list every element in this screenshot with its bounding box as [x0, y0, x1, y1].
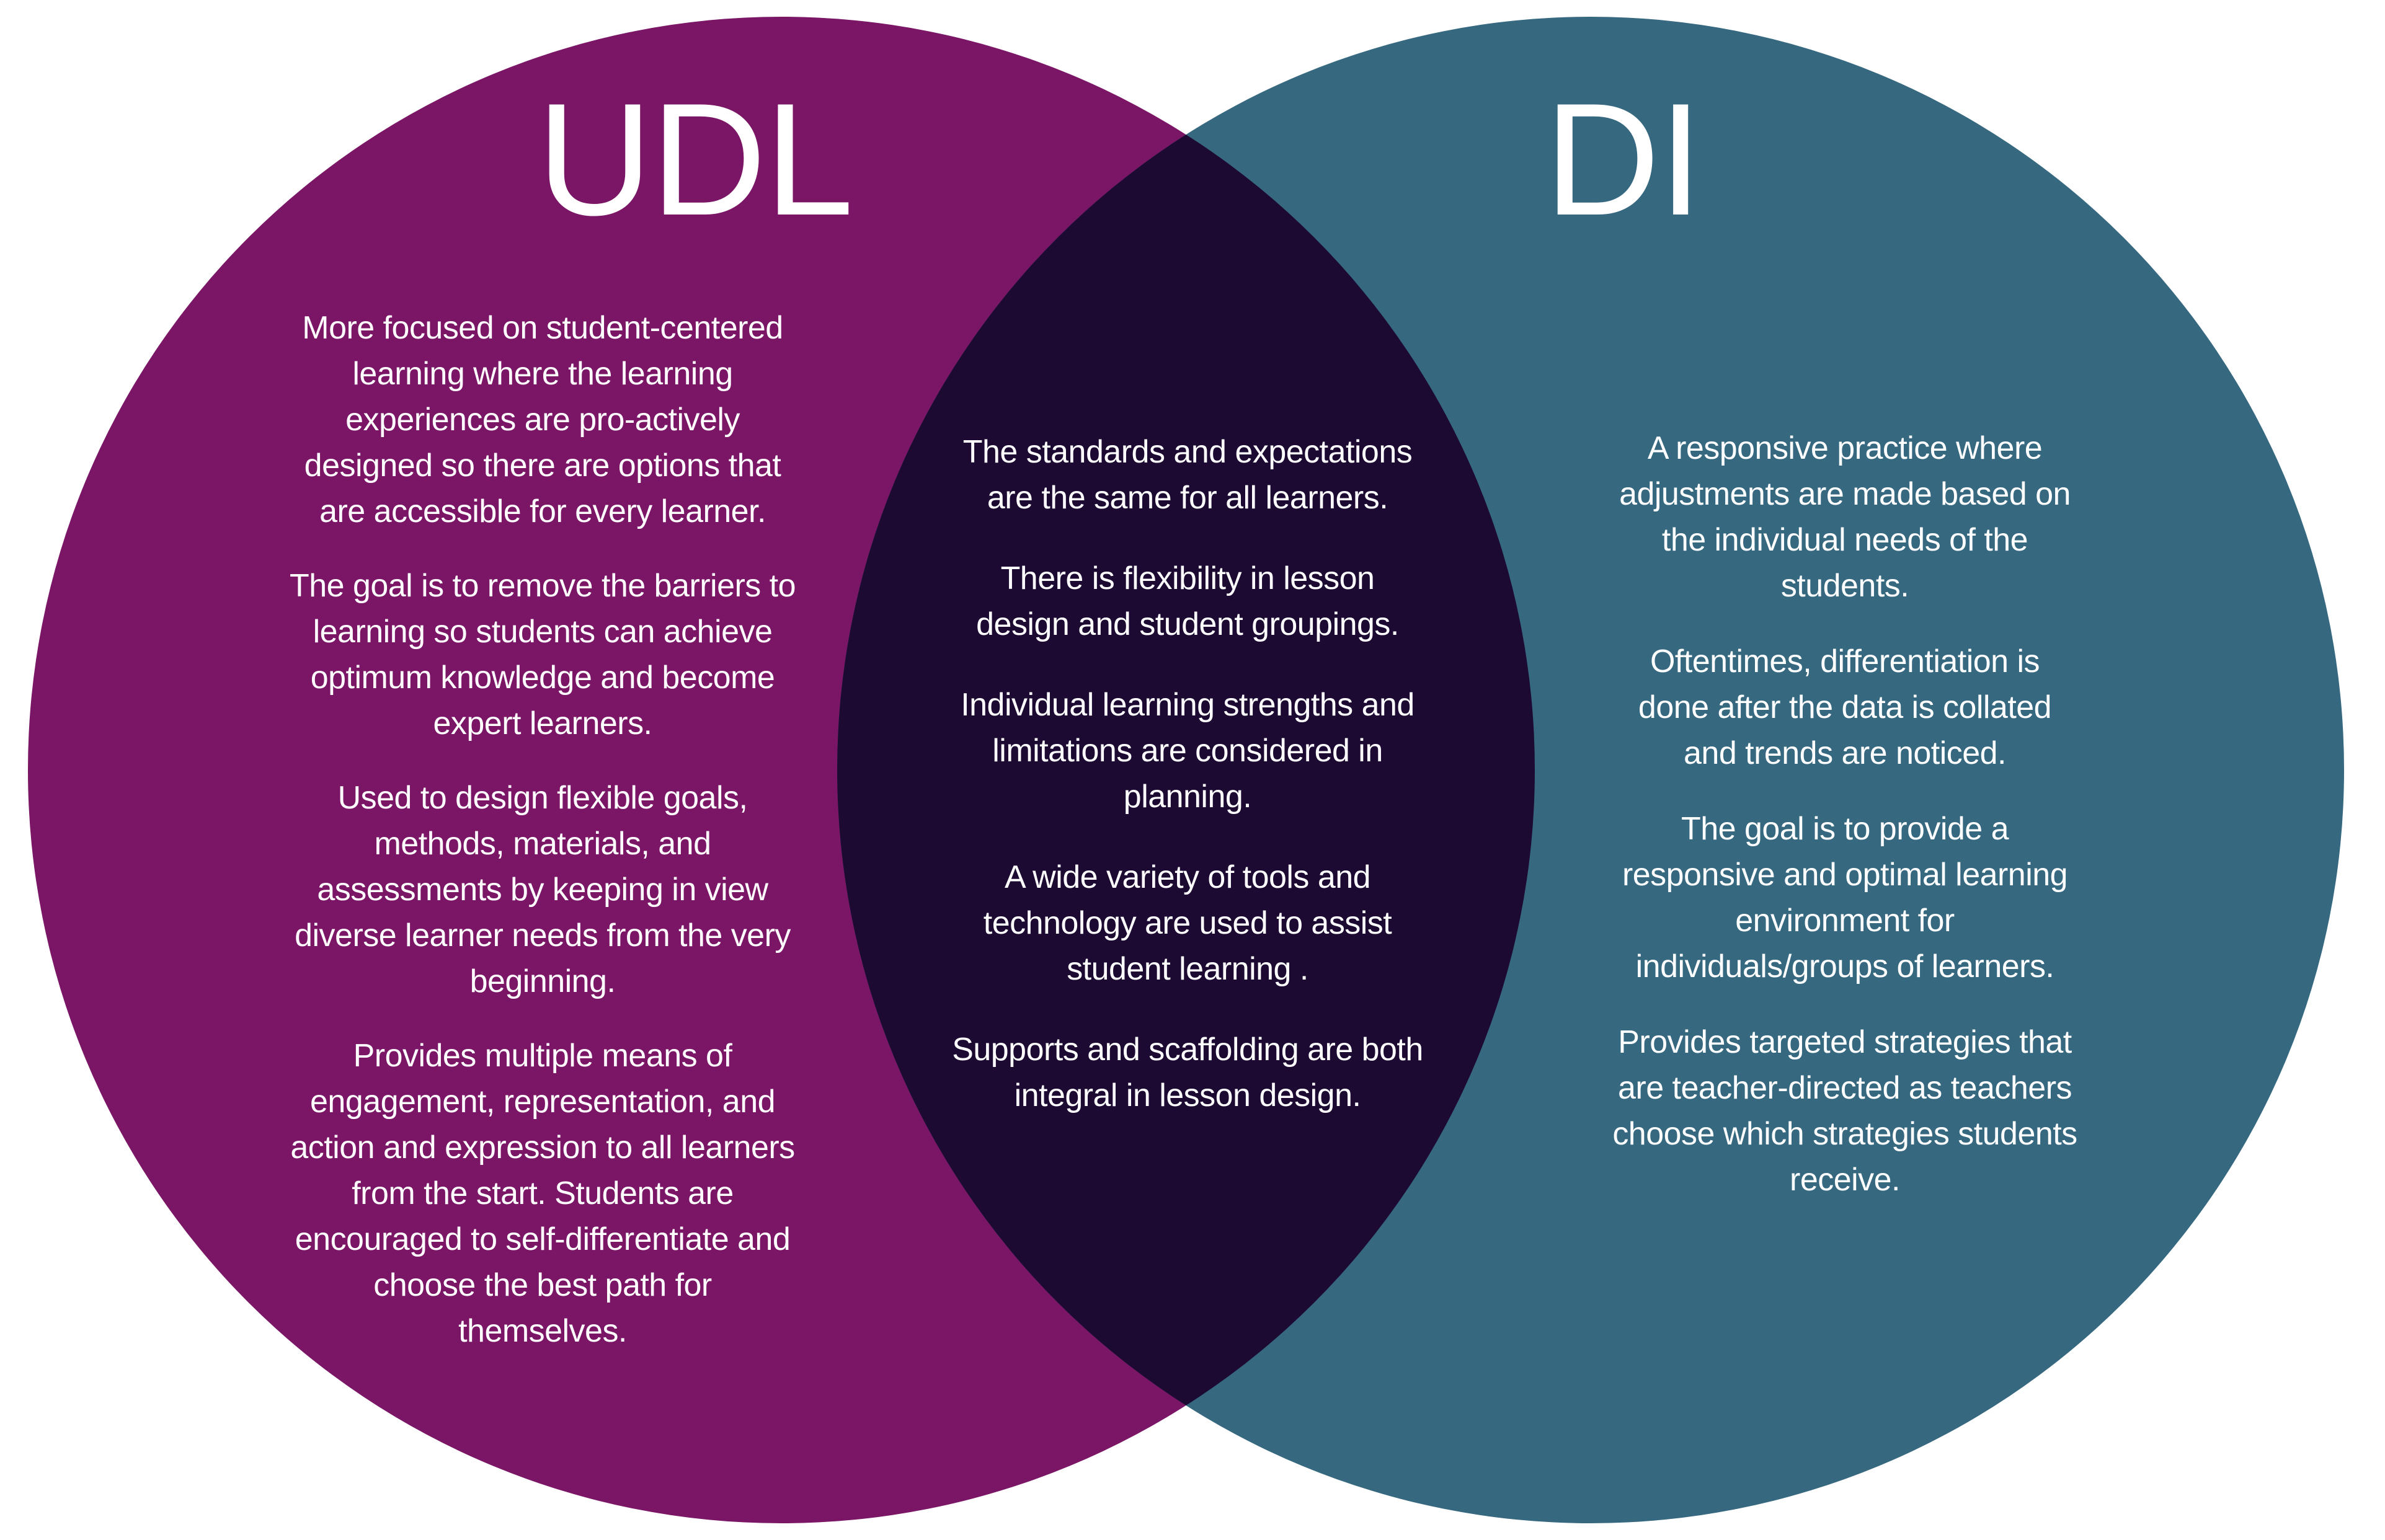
di-point: The goal is to provide a responsive and … — [1622, 811, 2068, 985]
shared-point: A wide variety of tools and technology a… — [983, 859, 1392, 987]
shared-point: The standards and expectations are the s… — [962, 434, 1413, 516]
udl-point: Provides multiple means of engagement, r… — [290, 1038, 795, 1349]
di-points-column: A responsive practice where adjustments … — [1529, 425, 2161, 1203]
overlap-shape — [837, 17, 1535, 1523]
udl-points-column: More focused on student-centered learnin… — [195, 305, 890, 1354]
di-title: DI — [1544, 69, 1703, 249]
udl-point: Used to design flexible goals, methods, … — [295, 780, 791, 999]
udl-point: The goal is to remove the barriers to le… — [289, 568, 796, 741]
shared-point: Supports and scaffolding are both integr… — [952, 1032, 1423, 1113]
di-point: Provides targeted strategies that are te… — [1612, 1024, 2077, 1198]
udl-title: UDL — [536, 69, 854, 249]
shared-points-column: The standards and expectations are the s… — [877, 429, 1498, 1118]
udl-point: More focused on student-centered learnin… — [302, 310, 783, 529]
shared-point: There is flexibility in lesson design an… — [976, 560, 1399, 642]
shared-point: Individual learning strengths and limita… — [961, 687, 1415, 815]
di-point: Oftentimes, differentiation is done afte… — [1638, 644, 2052, 771]
di-point: A responsive practice where adjustments … — [1619, 430, 2071, 604]
